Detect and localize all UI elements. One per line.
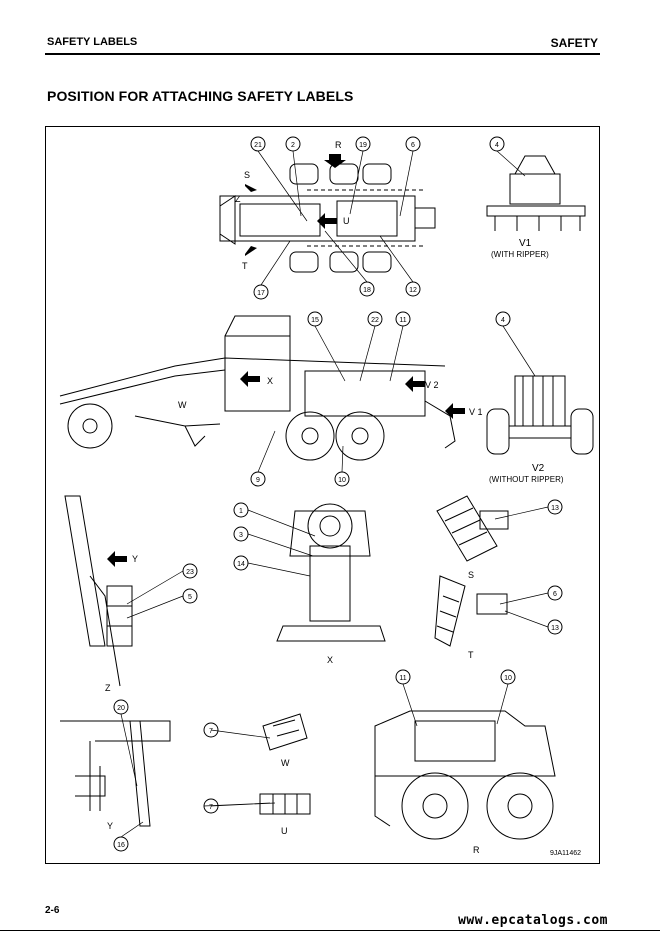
callout-number: 19: [359, 142, 367, 149]
svg-text:T: T: [242, 261, 248, 271]
callout-number: 20: [117, 705, 125, 712]
callout-number: 14: [237, 561, 245, 568]
callout-number: 23: [186, 569, 194, 576]
u-view-drawing: [259, 793, 311, 815]
svg-text:S: S: [244, 170, 250, 180]
callout-number: 21: [254, 142, 262, 149]
svg-text:Y: Y: [132, 554, 138, 564]
svg-text:V 2: V 2: [425, 380, 439, 390]
callout-number: 3: [239, 532, 243, 539]
callout-number: 18: [363, 287, 371, 294]
callout-number: 1: [239, 508, 243, 515]
svg-text:W: W: [281, 758, 290, 768]
y-view-drawing: [60, 720, 171, 827]
svg-text:R: R: [473, 845, 480, 855]
svg-text:R: R: [335, 140, 342, 150]
callout-number: 11: [399, 317, 406, 324]
callout-number: 5: [188, 594, 192, 601]
callout-number: 9: [256, 477, 260, 484]
callout-number: 7: [209, 804, 213, 811]
caption-v2-sub: (WITHOUT RIPPER): [489, 475, 564, 484]
svg-text:W: W: [178, 400, 187, 410]
svg-text:X: X: [267, 376, 273, 386]
side-view-drawing: [59, 315, 456, 461]
callout-number: 4: [501, 317, 505, 324]
leader-lines: [120, 150, 549, 838]
callout-number: 2: [291, 142, 295, 149]
page-number: 2-6: [45, 905, 60, 916]
svg-text:V 1: V 1: [469, 407, 483, 417]
svg-text:U: U: [281, 826, 288, 836]
callout-number: 11: [399, 675, 406, 682]
caption-v1-sub: (WITH RIPPER): [491, 250, 549, 259]
callout-number: 6: [411, 142, 415, 149]
svg-text:T: T: [468, 650, 474, 660]
rear-view-without-ripper-drawing: [486, 375, 594, 455]
view-letters: R S T Z U X V 2 V 1 W Y Z X S T W U Y R: [105, 140, 483, 855]
callout-number: 6: [553, 591, 557, 598]
callout-number: 12: [409, 287, 417, 294]
w-view-drawing: [262, 713, 308, 751]
rear-view-with-ripper-drawing: [486, 155, 586, 231]
page-title: POSITION FOR ATTACHING SAFETY LABELS: [47, 88, 354, 104]
svg-text:Y: Y: [107, 821, 113, 831]
footer-rule: [0, 930, 660, 931]
callout-numbers: 21 2 19 6 4 17 18 12 15 22 11 4 9 10 1 3…: [117, 142, 559, 849]
callout-number: 4: [495, 142, 499, 149]
figure-frame: [45, 126, 600, 864]
x-view-drawing: [276, 503, 386, 642]
watermark: www.epcatalogs.com: [458, 913, 608, 928]
callout-number: 7: [209, 728, 213, 735]
callout-number: 10: [338, 477, 346, 484]
callout-number: 22: [371, 317, 379, 324]
view-arrows: [107, 154, 465, 567]
svg-text:U: U: [343, 216, 350, 226]
caption-v1: V1: [519, 238, 532, 249]
callout-number: 16: [117, 842, 125, 849]
svg-text:X: X: [327, 655, 333, 665]
r-view-drawing: [374, 710, 556, 840]
caption-v2: V2: [532, 463, 545, 474]
callout-number: 15: [311, 317, 319, 324]
header-chapter: SAFETY: [550, 36, 598, 50]
z-view-drawing: [64, 495, 133, 687]
callout-number: 10: [504, 675, 512, 682]
header-section: SAFETY LABELS: [47, 36, 138, 48]
callout-number: 13: [551, 505, 559, 512]
t-view-drawing: [434, 575, 508, 647]
safety-label-diagram: R S T Z U X V 2 V 1 W Y Z X S T W U Y R …: [59, 136, 594, 857]
svg-text:S: S: [468, 570, 474, 580]
header-rule: [45, 53, 600, 55]
s-view-drawing: [436, 495, 509, 562]
drawing-code: 9JA11462: [550, 850, 581, 857]
callout-number: 13: [551, 625, 559, 632]
svg-text:Z: Z: [105, 683, 111, 693]
svg-text:Z: Z: [235, 194, 241, 204]
callout-number: 17: [257, 290, 265, 297]
